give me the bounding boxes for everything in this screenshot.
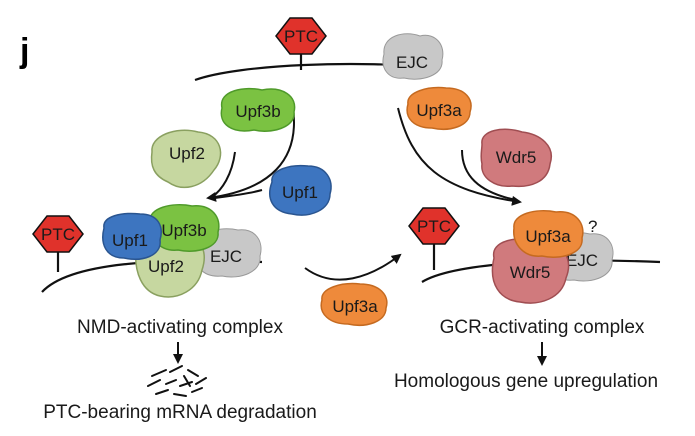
gcr-upf3a-label: Upf3a (525, 227, 571, 246)
free-upf1-blob (269, 164, 332, 216)
nmd-ptc-label: PTC (41, 225, 75, 244)
gcr-ptc-label: PTC (417, 217, 451, 236)
degradation-caption: PTC-bearing mRNA degradation (43, 402, 317, 423)
free-upf1-label: Upf1 (282, 183, 318, 202)
nmd-ptc-hexagon (32, 215, 84, 253)
free-wdr5-label: Wdr5 (496, 148, 537, 167)
left-arrow-main (206, 107, 295, 202)
left-arrow-upf1-branch (213, 189, 263, 199)
gcr-upf3a-blob (513, 210, 584, 258)
free-wdr5-blob (480, 128, 553, 188)
free-upf3a-mid-label: Upf3a (332, 297, 378, 316)
left-arrow-upf2-branch (211, 151, 236, 198)
free-upf3a-top-blob (406, 86, 472, 130)
top-ptc-hexagon (275, 17, 327, 55)
top-ejc-blob (382, 33, 444, 80)
top-ejc-label: EJC (396, 53, 428, 72)
right-arrow-wdr5-branch (461, 149, 517, 201)
free-upf3a-top-label: Upf3a (416, 101, 462, 120)
free-upf3b-blob (220, 87, 296, 132)
upregulation-caption: Homologous gene upregulation (394, 371, 658, 392)
nmd-upf1-blob (102, 212, 162, 260)
free-upf2-blob (150, 129, 222, 189)
nmd-upf1-label: Upf1 (112, 231, 148, 250)
gcr-ptc-hexagon (408, 207, 460, 245)
right-arrow-main (397, 107, 522, 206)
gcr-wdr5-label: Wdr5 (510, 263, 551, 282)
free-upf3a-mid-blob (320, 282, 388, 326)
panel-label: j (19, 32, 29, 70)
gcr-question-mark: ? (588, 217, 597, 236)
transition-arrow (304, 253, 402, 281)
nmd-complex-caption: NMD-activating complex (77, 317, 283, 338)
degraded-mrna-fragments (147, 365, 207, 397)
free-upf2-label: Upf2 (169, 144, 205, 163)
nmd-upf3b-label: Upf3b (161, 221, 206, 240)
free-upf3b-label: Upf3b (235, 102, 280, 121)
nmd-upf2-label: Upf2 (148, 257, 184, 276)
gcr-complex-caption: GCR-activating complex (440, 317, 645, 338)
top-ptc-label: PTC (284, 27, 318, 46)
nmd-ejc-label: EJC (210, 247, 242, 266)
gcr-ejc-label: EJC (566, 251, 598, 270)
nmd-upf3b-blob (149, 204, 220, 252)
